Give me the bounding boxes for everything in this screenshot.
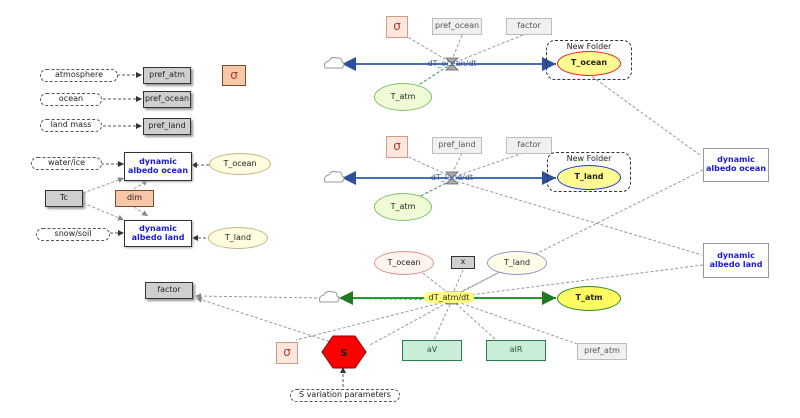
pref-ocean-node[interactable]: pref_ocean xyxy=(143,91,191,108)
new-folder-ocean[interactable]: New Folder xyxy=(546,40,632,80)
pref-land-ghost[interactable]: pref_land xyxy=(432,137,482,154)
t-land-stock[interactable]: T_land xyxy=(557,165,621,190)
air-node[interactable]: aIR xyxy=(486,340,546,361)
land-mass-param[interactable]: land mass xyxy=(40,119,102,132)
dim-node[interactable]: dim xyxy=(115,190,154,207)
factor-ocean-ghost[interactable]: factor xyxy=(506,18,552,35)
t-ocean-ghost[interactable]: T_ocean xyxy=(209,153,271,175)
atmosphere-param[interactable]: atmosphere xyxy=(40,69,118,82)
cloud-icon xyxy=(324,56,345,69)
flow-label-land: dT_land/dt xyxy=(431,173,473,182)
valve-icon[interactable] xyxy=(445,171,459,185)
t-atm-ghost-land[interactable]: T_atm xyxy=(374,193,432,221)
t-land-ghost[interactable]: T_land xyxy=(208,227,268,249)
av-node[interactable]: aV xyxy=(402,340,462,361)
pref-atm-ghost[interactable]: pref_atm xyxy=(577,343,627,360)
s-variation-parameters[interactable]: S variation parameters xyxy=(290,389,400,402)
valve-icon[interactable] xyxy=(445,57,459,71)
ocean-param[interactable]: ocean xyxy=(40,93,102,106)
x-node[interactable]: x xyxy=(451,256,475,269)
sigma-node[interactable]: σ xyxy=(222,65,246,86)
t-land-ghost-atm[interactable]: T_land xyxy=(487,251,547,275)
flow-label-ocean: dT_ocean/dt xyxy=(427,59,476,68)
t-ocean-ghost-atm[interactable]: T_ocean xyxy=(374,251,434,275)
atm-links xyxy=(194,169,704,392)
snow-soil-param[interactable]: snow/soil xyxy=(36,228,110,241)
flow-label-atm: dT_atm/dt xyxy=(429,293,470,302)
pref-ocean-ghost[interactable]: pref_ocean xyxy=(432,18,482,35)
ocean-links xyxy=(402,34,701,156)
sigma-land-node[interactable]: σ xyxy=(386,136,408,158)
t-ocean-stock[interactable]: T_ocean xyxy=(557,51,621,76)
left-gray-links xyxy=(82,177,149,221)
factor-node[interactable]: factor xyxy=(145,282,193,299)
factor-land-ghost[interactable]: factor xyxy=(506,137,552,154)
sigma-ocean-node[interactable]: σ xyxy=(386,16,408,38)
s-hexagon[interactable]: S xyxy=(321,335,367,369)
dynamic-albedo-ocean-node[interactable]: dynamic albedo ocean xyxy=(124,152,192,181)
pref-land-node[interactable]: pref_land xyxy=(143,118,191,135)
land-links xyxy=(402,152,703,256)
folder-label: New Folder xyxy=(566,42,612,51)
dynamic-albedo-land-ghost[interactable]: dynamic albedo land xyxy=(703,243,769,278)
t-atm-stock[interactable]: T_atm xyxy=(557,286,621,311)
t-atm-ghost-ocean[interactable]: T_atm xyxy=(374,83,432,111)
flow-label-bg xyxy=(424,292,474,303)
dynamic-albedo-ocean-ghost[interactable]: dynamic albedo ocean xyxy=(703,148,769,182)
pref-atm-node[interactable]: pref_atm xyxy=(143,67,191,84)
left-links xyxy=(101,72,209,241)
tc-node[interactable]: Tc xyxy=(45,190,83,207)
cloud-icon xyxy=(324,170,345,183)
water-ice-param[interactable]: water/ice xyxy=(31,157,102,170)
dynamic-albedo-land-node[interactable]: dynamic albedo land xyxy=(124,220,192,247)
cloud-icon xyxy=(319,290,340,303)
new-folder-land[interactable]: New Folder xyxy=(547,152,631,192)
folder-label: New Folder xyxy=(566,154,612,163)
sigma-atm-node[interactable]: σ xyxy=(276,342,298,364)
s-label: S xyxy=(340,348,347,359)
